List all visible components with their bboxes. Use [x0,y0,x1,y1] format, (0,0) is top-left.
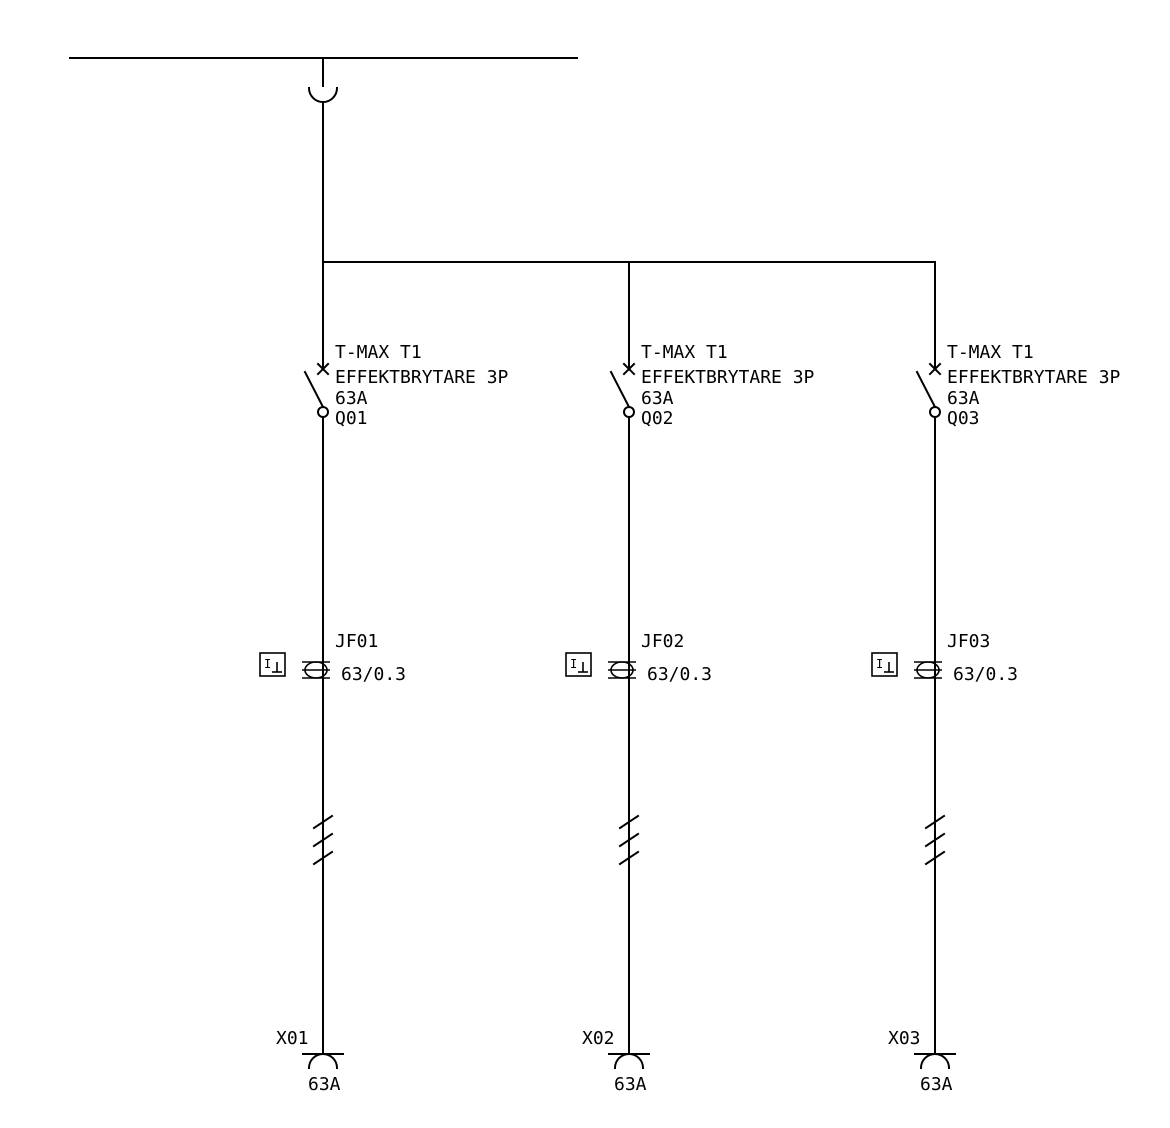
rcd-symbol-text: I [264,657,271,671]
rcd-symbol-text: I [570,657,577,671]
feeder-2: T-MAX T1 EFFEKTBRYTARE 3P 63A Q02 I JF02… [565,261,815,1095]
feeder-3: T-MAX T1 EFFEKTBRYTARE 3P 63A Q03 I JF03… [871,261,1121,1095]
three-phase-icon [924,814,946,830]
outlet-id: X02 [582,1028,615,1049]
rcd-id: JF03 [947,631,990,652]
breaker-type: EFFEKTBRYTARE 3P [335,367,509,388]
breaker-model: T-MAX T1 [335,342,422,363]
breaker-contact-icon [609,370,631,409]
rcd-rating: 63/0.3 [341,664,406,685]
breaker-id: Q02 [641,408,674,429]
breaker-contact-icon [303,370,325,409]
breaker-pivot-icon [317,406,329,418]
breaker-rating: 63A [947,388,980,409]
outlet-rating: 63A [614,1074,647,1095]
three-phase-icon [312,814,334,830]
three-phase-icon [618,814,640,830]
breaker-id: Q01 [335,408,368,429]
breaker-type: EFFEKTBRYTARE 3P [641,367,815,388]
breaker-rating: 63A [641,388,674,409]
breaker-model: T-MAX T1 [947,342,1034,363]
incoming-plug-icon [307,86,339,103]
rcd-box-icon [565,652,592,677]
rcd-box-icon [871,652,898,677]
feeder-1: T-MAX T1 EFFEKTBRYTARE 3P 63A Q01 I JF01… [259,261,509,1095]
breaker-contact-icon [915,370,937,409]
breaker-rating: 63A [335,388,368,409]
socket-icon [919,1053,951,1070]
socket-icon [307,1053,339,1070]
rcd-box-icon [259,652,286,677]
breaker-id: Q03 [947,408,980,429]
rcd-symbol-text: I [876,657,883,671]
rcd-rating: 63/0.3 [647,664,712,685]
rcd-id: JF02 [641,631,684,652]
outlet-rating: 63A [920,1074,953,1095]
breaker-pivot-icon [623,406,635,418]
socket-icon [613,1053,645,1070]
outlet-id: X03 [888,1028,921,1049]
breaker-pivot-icon [929,406,941,418]
breaker-model: T-MAX T1 [641,342,728,363]
outlet-id: X01 [276,1028,309,1049]
rcd-id: JF01 [335,631,378,652]
rcd-rating: 63/0.3 [953,664,1018,685]
breaker-type: EFFEKTBRYTARE 3P [947,367,1121,388]
outlet-rating: 63A [308,1074,341,1095]
